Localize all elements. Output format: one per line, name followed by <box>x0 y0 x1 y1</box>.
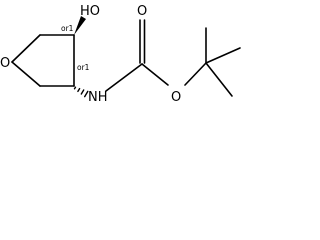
bond-o1-c2 <box>11 34 41 63</box>
molecule-structure: O HO NH O O or1 or1 <box>0 4 241 105</box>
nh-label: NH <box>88 90 108 105</box>
bond-c5-o1 <box>11 61 41 87</box>
hash-bond-c4-nh <box>73 86 89 98</box>
bond-cq-methyl-right <box>205 47 241 64</box>
bond-c-o-ester <box>141 63 169 86</box>
bond-o-c-quaternary <box>184 62 207 86</box>
wedge-bond-c3-oh <box>74 16 86 35</box>
boc-group <box>105 19 241 97</box>
bond-n-c-carbonyl <box>105 63 143 92</box>
bond-cq-methyl-down <box>205 62 233 97</box>
ring-oxygen-label: O <box>0 56 10 71</box>
thf-ring <box>11 34 75 87</box>
carbonyl-oxygen-label: O <box>137 4 147 19</box>
stereo-label-c4: or1 <box>77 63 90 72</box>
ester-oxygen-label: O <box>171 90 181 105</box>
stereo-label-c3: or1 <box>61 24 74 33</box>
hydroxyl-label: HO <box>80 4 100 19</box>
